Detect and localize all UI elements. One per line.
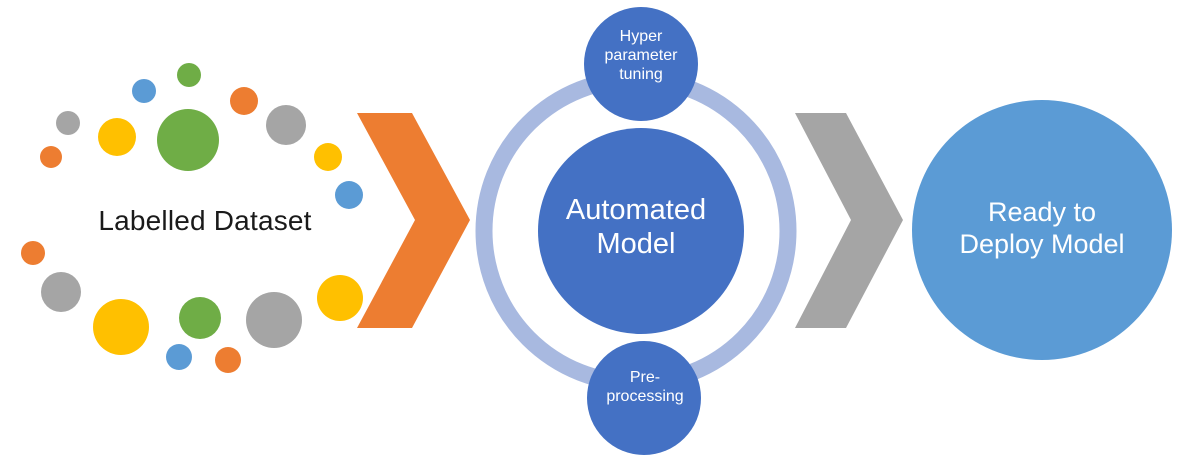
automated-model-circle [538,128,744,334]
dot-blue-1 [132,79,156,103]
chevron-orange-icon [357,113,470,328]
automated-model-label: Automated Model [565,194,707,261]
dot-gray-4 [246,292,302,348]
dot-gray-3 [41,272,81,312]
labelled-dataset-label: Labelled Dataset [98,205,312,236]
dot-yellow-2 [314,143,342,171]
dot-blue-2 [335,181,363,209]
dot-green-1 [177,63,201,87]
dot-orange-1 [40,146,62,168]
dot-gray-1 [56,111,80,135]
dot-gray-2 [266,105,306,145]
dot-yellow-4 [317,275,363,321]
hyperparameter-tuning-label: Hyper parameter tuning [604,28,678,83]
hyperparameter-tuning-node[interactable] [584,7,698,121]
dot-orange-2 [230,87,258,115]
dot-orange-3 [21,241,45,265]
dot-orange-4 [215,347,241,373]
preprocessing-label: Pre- processing [606,369,684,405]
preprocessing-node[interactable] [587,341,701,455]
ready-to-deploy-circle[interactable] [912,100,1172,360]
chevron-gray-icon [795,113,903,328]
dot-yellow-1 [98,118,136,156]
dot-yellow-3 [93,299,149,355]
dot-blue-3 [166,344,192,370]
dot-green-2 [157,109,219,171]
dataset-dot-cluster [21,63,363,373]
ready-to-deploy-label: Ready to Deploy Model [959,197,1125,259]
dot-green-3 [179,297,221,339]
